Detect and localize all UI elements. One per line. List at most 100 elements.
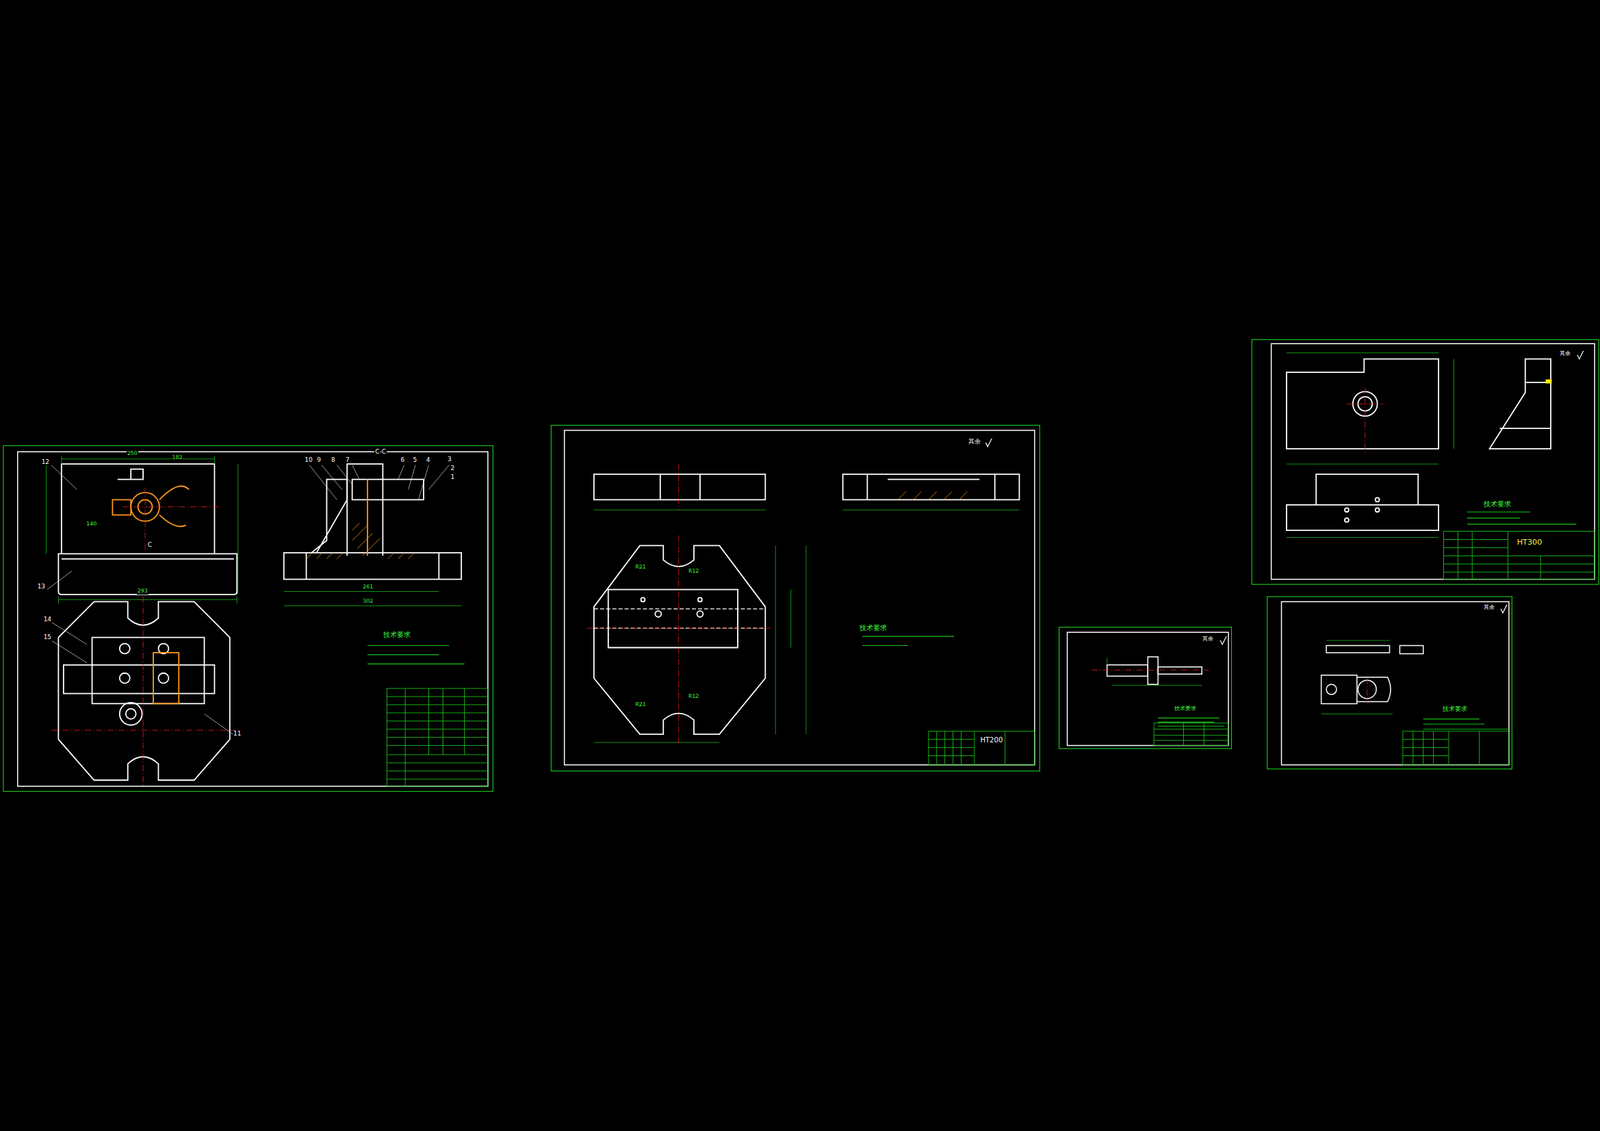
center-line <box>586 463 770 745</box>
section-hatch <box>897 491 967 500</box>
callout-number: 10 <box>303 457 313 464</box>
dimension: R12 <box>687 693 700 700</box>
callout-number: 4 <box>425 457 432 464</box>
callout-number: 15 <box>43 634 53 641</box>
inner-frame <box>1067 632 1230 746</box>
dimension: R21 <box>634 564 647 571</box>
hidden-line <box>594 607 766 648</box>
leader-line <box>47 465 233 735</box>
title-block <box>1402 731 1480 766</box>
sheet-frame <box>1059 627 1232 749</box>
surface-marker <box>1545 379 1553 384</box>
note-lines <box>862 636 954 646</box>
roughness-check <box>1577 351 1584 360</box>
sheet-frame <box>1267 596 1513 770</box>
notes-heading: 技术要求 <box>1441 706 1468 713</box>
title-block <box>928 731 1006 766</box>
dimension-line <box>594 509 1020 743</box>
callout-number: 2 <box>450 465 456 472</box>
base-plate-views <box>654 611 662 618</box>
hidden-line <box>594 607 766 648</box>
clamp-views <box>1321 675 1358 705</box>
inner-frame <box>564 430 1035 766</box>
section-label: C-C <box>374 448 387 456</box>
section-hatch <box>897 491 967 500</box>
note-lines <box>1157 717 1225 727</box>
title-block <box>928 731 1035 766</box>
title-block <box>386 688 488 787</box>
clamp-views <box>1326 646 1390 653</box>
callout-number: 13 <box>36 583 46 590</box>
base-plate-views <box>843 474 1020 500</box>
assembly-views <box>61 558 235 560</box>
sheet-frame <box>3 339 1599 792</box>
support-views <box>1344 507 1349 512</box>
center-line <box>51 487 235 785</box>
dimension-line <box>284 591 462 607</box>
callout-number: 3 <box>446 456 453 463</box>
callout-number: 12 <box>41 459 50 466</box>
title-block <box>386 531 1595 787</box>
assembly-views <box>63 665 215 694</box>
dimension-line <box>1286 353 1454 464</box>
dimension: 293 <box>136 588 149 595</box>
workpiece <box>366 479 369 557</box>
notes-heading: 技术要求 <box>1482 500 1512 509</box>
callout-number: 6 <box>400 457 406 464</box>
leader-line <box>309 465 449 501</box>
note-lines <box>1467 511 1577 525</box>
sheet-frame <box>550 425 1040 772</box>
dimension-line <box>61 455 215 464</box>
base-plate-views <box>608 589 738 649</box>
assembly-views <box>117 469 144 480</box>
clamp-views <box>1357 677 1391 703</box>
callout-number: 5 <box>411 457 418 464</box>
callout-number: 7 <box>344 457 351 464</box>
dimension-line <box>45 353 1454 743</box>
support-views <box>1344 518 1349 523</box>
inner-frame <box>17 451 488 787</box>
clamp-views <box>1399 646 1423 655</box>
base-plate-views <box>867 474 995 500</box>
material-label: HT200 <box>979 737 1004 745</box>
roughness-check <box>1220 636 1227 645</box>
dimension-line <box>775 545 807 735</box>
pin-view <box>1107 656 1203 685</box>
dimension: 140 <box>85 521 98 527</box>
support-views <box>1315 474 1418 506</box>
pin-view <box>1107 665 1149 677</box>
base-plate-views <box>698 597 703 602</box>
title-block <box>1443 531 1596 580</box>
base-plate-views <box>640 597 645 602</box>
dimension: R12 <box>687 568 700 575</box>
base-plate-views <box>594 545 766 735</box>
dimension: 182 <box>171 455 184 461</box>
dimension: 261 <box>362 584 374 590</box>
support-views <box>1375 497 1380 502</box>
clamp-views <box>1321 646 1424 705</box>
notes-heading: 技术要求 <box>382 631 412 640</box>
assembly-views <box>119 673 131 684</box>
title-block <box>1402 731 1509 766</box>
section-hatch <box>306 523 415 560</box>
notes-heading: 技术要求 <box>1173 706 1197 712</box>
base-plate-views <box>594 474 766 500</box>
assembly-views <box>58 601 230 781</box>
callout-number: 14 <box>43 616 53 623</box>
roughness-check <box>985 438 992 447</box>
dimension-line <box>1286 537 1439 715</box>
title-block <box>1443 531 1596 580</box>
note-lines <box>1423 719 1509 730</box>
callout-number: 9 <box>316 457 322 464</box>
note-lines <box>367 646 465 665</box>
roughness-note: 其余 <box>1558 351 1572 357</box>
callout-number: 11 <box>232 730 242 738</box>
assembly-views <box>284 552 462 580</box>
sheet-frame <box>3 445 493 792</box>
workpiece <box>112 499 131 515</box>
workpiece <box>153 652 179 705</box>
base-plate-views <box>696 611 703 618</box>
support-views <box>1375 507 1380 512</box>
assembly-views <box>306 552 440 580</box>
center-line <box>1091 387 1384 670</box>
